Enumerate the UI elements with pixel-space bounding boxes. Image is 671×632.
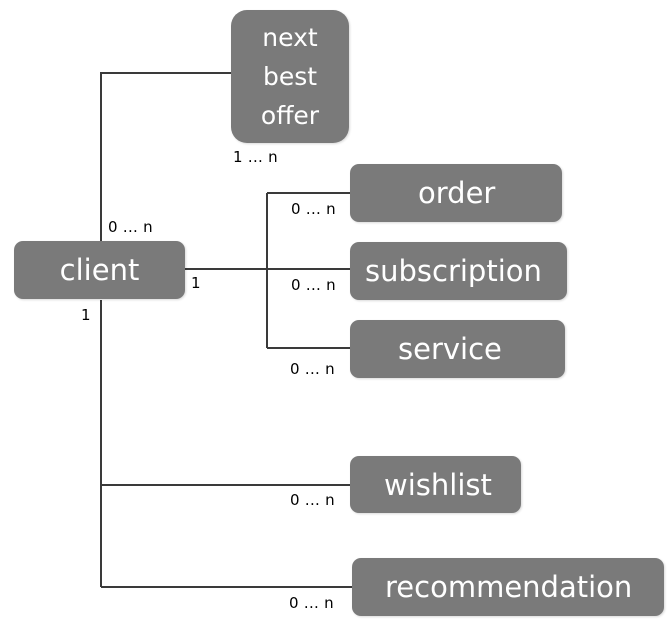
- cardinality-order: 0 ... n: [291, 200, 336, 218]
- node-next-best-offer: next best offer: [231, 10, 349, 143]
- node-client-label: client: [59, 253, 140, 287]
- node-service-label: service: [398, 332, 502, 366]
- cardinality-client-to-nbo: 0 ... n: [108, 218, 153, 236]
- node-service: service: [350, 320, 565, 378]
- cardinality-wishlist: 0 ... n: [290, 491, 335, 509]
- node-order-label: order: [418, 176, 496, 210]
- cardinality-client-bottom: 1: [81, 306, 91, 324]
- cardinality-next-best-offer: 1 ... n: [233, 148, 278, 166]
- node-recommendation-label: recommendation: [385, 570, 633, 604]
- node-subscription: subscription: [350, 242, 567, 300]
- cardinality-recommendation: 0 ... n: [289, 594, 334, 612]
- node-subscription-label: subscription: [365, 254, 542, 288]
- cardinality-subscription: 0 ... n: [291, 276, 336, 294]
- node-recommendation: recommendation: [352, 558, 664, 616]
- connector-client-next-best-offer: [100, 72, 232, 241]
- node-wishlist: wishlist: [350, 456, 521, 513]
- cardinality-client-right: 1: [191, 274, 201, 292]
- cardinality-service: 0 ... n: [290, 360, 335, 378]
- node-next-best-offer-line-2: best: [262, 62, 318, 91]
- node-wishlist-label: wishlist: [384, 467, 492, 502]
- node-next-best-offer-line-1: next: [262, 23, 318, 52]
- node-order: order: [350, 164, 562, 222]
- node-client: client: [14, 241, 185, 299]
- node-next-best-offer-line-3: offer: [260, 101, 320, 130]
